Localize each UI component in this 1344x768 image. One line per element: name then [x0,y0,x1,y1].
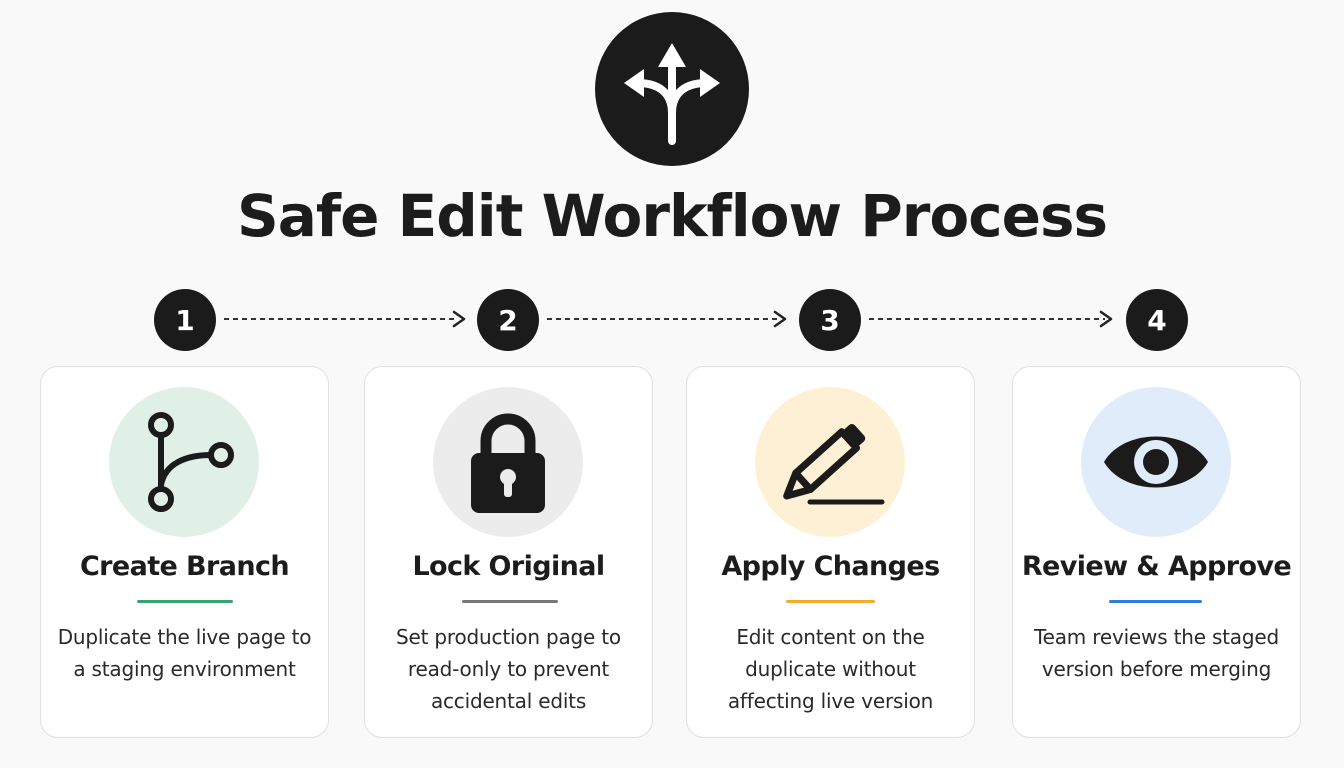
page-title: Safe Edit Workflow Process [237,182,1108,250]
step-title: Lock Original [412,551,605,582]
git-branch-icon [109,387,259,537]
step-description: Set production page to read-only to prev… [396,625,621,713]
step-title: Apply Changes [721,551,940,582]
step-description: Edit content on the duplicate without af… [727,625,934,713]
dashed-arrow-connector [224,310,466,328]
step-description: Team reviews the staged version before m… [1034,625,1279,681]
lock-icon [433,387,583,537]
split-arrows-icon [595,12,749,166]
dashed-arrow-connector [869,310,1113,328]
step-number-badge: 4 [1126,289,1188,351]
eye-icon [1081,387,1231,537]
step-card-create-branch: Create Branch Duplicate the live page to… [40,366,329,738]
accent-divider [462,600,558,603]
step-title: Create Branch [79,551,290,582]
accent-divider [137,600,233,603]
step-card-review-approve: Review & Approve Team reviews the staged… [1012,366,1301,738]
step-card-apply-changes: Apply Changes Edit content on the duplic… [686,366,975,738]
step-card-lock-original: Lock Original Set production page to rea… [364,366,653,738]
step-number-badge: 1 [154,289,216,351]
step-description: Duplicate the live page to a staging env… [57,625,312,681]
accent-divider [786,600,875,603]
step-title: Review & Approve [1021,551,1292,582]
accent-divider [1109,600,1202,603]
dashed-arrow-connector [547,310,787,328]
step-number-badge: 3 [799,289,861,351]
pencil-icon [755,387,905,537]
step-number-badge: 2 [477,289,539,351]
